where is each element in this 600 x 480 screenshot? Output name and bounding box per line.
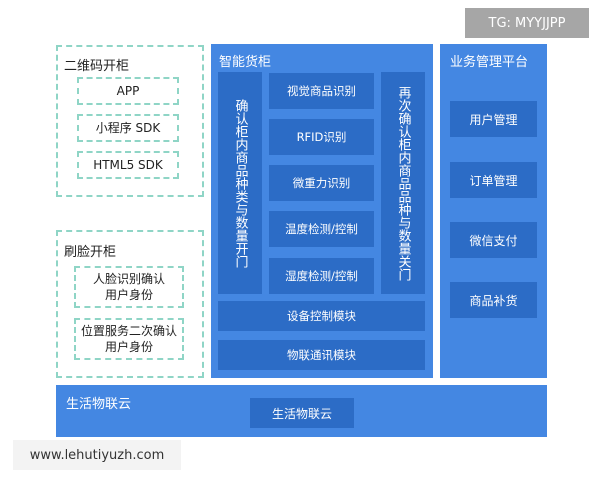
qr-item-miniprogram-sdk: 小程序 SDK [77, 114, 179, 142]
order-management-box: 订单管理 [450, 162, 537, 198]
face-open-title: 刷脸开柜 [64, 245, 117, 260]
watermark-url: www.lehutiyuzh.com [13, 440, 181, 470]
confirm-close-text: 再次确认柜内商品品种与数量关门 [395, 85, 411, 281]
life-iot-cloud-box: 生活物联云 [250, 398, 354, 428]
device-control-module: 设备控制模块 [218, 301, 425, 331]
micro-gravity-box: 微重力识别 [269, 165, 374, 201]
product-restock-box: 商品补货 [450, 282, 537, 318]
face-item-recognition: 人脸识别确认 用户身份 [74, 266, 184, 308]
smart-cabinet-title: 智能货柜 [219, 55, 272, 70]
business-platform-panel [440, 44, 547, 378]
business-platform-title: 业务管理平台 [450, 55, 529, 70]
humidity-control-box: 湿度检测/控制 [269, 258, 374, 294]
life-iot-cloud-title: 生活物联云 [66, 397, 132, 412]
user-management-box: 用户管理 [450, 101, 537, 137]
qr-item-html5-sdk: HTML5 SDK [77, 151, 179, 179]
wechat-pay-box: 微信支付 [450, 222, 537, 258]
visual-recognition-box: 视觉商品识别 [269, 73, 374, 109]
face-item-location: 位置服务二次确认 用户身份 [74, 318, 184, 360]
qr-open-title: 二维码开柜 [64, 59, 130, 74]
tg-badge: TG: MYYJJPP [465, 8, 589, 38]
confirm-open-text: 确认柜内商品种类与数量开门 [232, 98, 248, 268]
temperature-control-box: 温度检测/控制 [269, 211, 374, 247]
confirm-close-column: 再次确认柜内商品品种与数量关门 [381, 72, 425, 294]
iot-communication-module: 物联通讯模块 [218, 340, 425, 370]
qr-item-app: APP [77, 77, 179, 105]
rfid-recognition-box: RFID识别 [269, 119, 374, 155]
confirm-open-column: 确认柜内商品种类与数量开门 [218, 72, 262, 294]
